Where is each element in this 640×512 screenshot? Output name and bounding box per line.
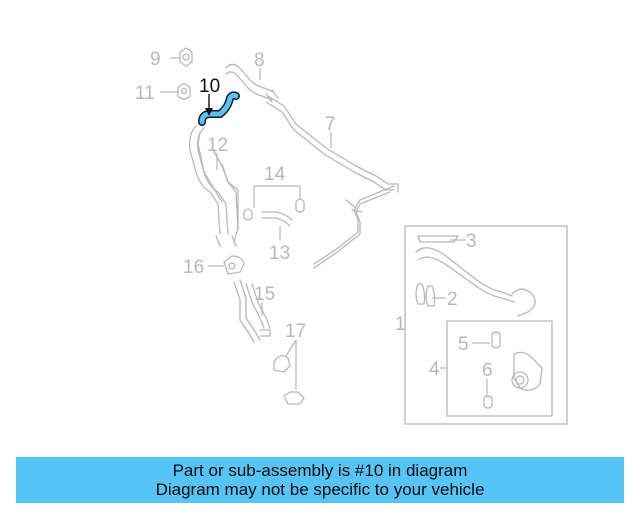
callout-16[interactable]: 16 [183, 257, 204, 278]
arrow-head-10 [205, 108, 213, 116]
banner-line-1: Part or sub-assembly is #10 in diagram [172, 461, 468, 480]
callout-9[interactable]: 9 [150, 49, 161, 70]
callout-2[interactable]: 2 [447, 289, 458, 310]
callout-10[interactable]: 10 [199, 76, 220, 97]
callout-6[interactable]: 6 [482, 360, 493, 381]
part-4-assembly [446, 320, 553, 417]
part-9-clip [179, 47, 193, 67]
callout-8[interactable]: 8 [254, 50, 265, 71]
leader-lines [160, 57, 490, 396]
callout-7[interactable]: 7 [325, 114, 336, 135]
part-7-pipe [265, 95, 399, 269]
part-8-hose [225, 63, 279, 103]
callout-3[interactable]: 3 [466, 231, 477, 252]
part-1-assembly [404, 225, 568, 425]
info-banner: Part or sub-assembly is #10 in diagram D… [16, 457, 624, 503]
callout-1[interactable]: 1 [395, 314, 406, 335]
part-11-clip [177, 83, 191, 100]
part-12-hose [188, 125, 239, 247]
callout-17[interactable]: 17 [285, 321, 306, 342]
part-16-clamp [223, 255, 245, 275]
part-14-clips [243, 198, 305, 221]
part-17-fittings [273, 355, 305, 405]
callout-11[interactable]: 11 [135, 83, 155, 104]
callout-15[interactable]: 15 [254, 284, 275, 305]
callout-12[interactable]: 12 [207, 135, 228, 156]
part-13-hose [261, 211, 293, 227]
callout-4[interactable]: 4 [429, 359, 440, 380]
callout-14[interactable]: 14 [264, 164, 286, 185]
part-10-hose[interactable] [198, 91, 240, 126]
banner-line-2: Diagram may not be specific to your vehi… [155, 480, 485, 499]
callout-13[interactable]: 13 [269, 243, 290, 264]
callout-5[interactable]: 5 [458, 334, 469, 355]
